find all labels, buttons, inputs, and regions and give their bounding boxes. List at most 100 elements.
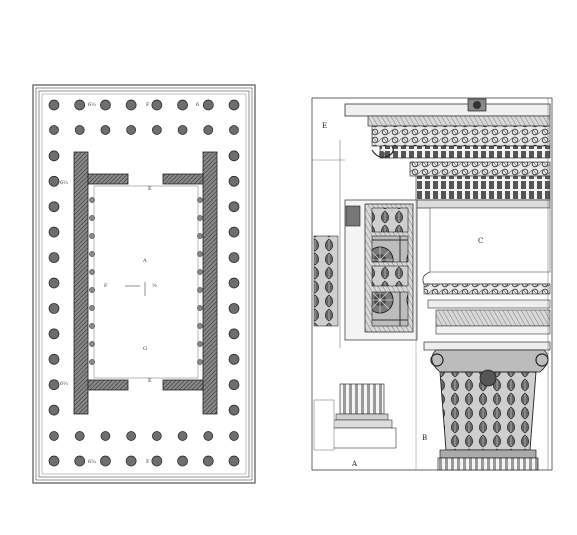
- column-marker: [48, 201, 60, 213]
- interior-column-marker: [197, 197, 203, 203]
- column-marker: [228, 99, 240, 111]
- column-marker: [228, 252, 240, 263]
- column-marker: [228, 353, 240, 365]
- column-marker: [48, 150, 60, 162]
- interior-column-marker: [89, 251, 95, 257]
- column-marker: [177, 99, 188, 111]
- column-marker: [228, 226, 240, 238]
- column-marker: [125, 99, 137, 111]
- plan-label: F: [146, 459, 150, 465]
- column-marker: [48, 175, 60, 187]
- interior-column-marker: [197, 359, 203, 365]
- plan-label: 6⅔: [88, 459, 96, 465]
- interior-column-marker: [89, 233, 95, 239]
- coffered-soffit: [344, 199, 418, 341]
- column-marker: [228, 404, 240, 416]
- column-marker: [74, 125, 85, 135]
- interior-column-marker: [197, 215, 203, 221]
- column-marker: [125, 455, 137, 467]
- column-marker: [48, 277, 60, 289]
- column-marker: [151, 99, 163, 111]
- interior-column-marker: [89, 323, 95, 329]
- column-marker: [48, 404, 60, 416]
- column-marker: [48, 252, 60, 263]
- plan-label-e: E: [148, 186, 152, 192]
- column-marker: [48, 379, 60, 391]
- interior-column-marker: [89, 215, 95, 221]
- interior-column-marker: [89, 341, 95, 347]
- column-marker: [228, 150, 240, 162]
- interior-column-marker: [89, 287, 95, 293]
- plan-label: 6⅔: [60, 381, 68, 387]
- plan-label: 6: [196, 102, 199, 108]
- column-marker: [74, 455, 86, 467]
- column-marker: [48, 99, 60, 111]
- interior-column-marker: [89, 269, 95, 275]
- column-marker: [229, 125, 239, 135]
- column-marker: [152, 431, 162, 441]
- column-marker: [74, 99, 86, 111]
- column-marker: [202, 99, 214, 111]
- interior-column-marker: [197, 341, 203, 347]
- interior-column-marker: [89, 359, 95, 365]
- acanthus-band: [313, 235, 339, 327]
- interior-column-marker: [197, 269, 203, 275]
- interior-column-marker: [197, 287, 203, 293]
- column-marker: [203, 125, 214, 135]
- column-marker: [228, 277, 240, 289]
- cella-walls: [73, 151, 218, 415]
- column-marker: [228, 201, 240, 213]
- elevation-label-e: E: [322, 122, 327, 130]
- column-marker: [48, 226, 60, 238]
- column-marker: [151, 455, 163, 467]
- plan-label-g: G: [143, 346, 147, 352]
- column-marker: [177, 431, 188, 441]
- column-marker: [48, 303, 60, 314]
- column-marker: [126, 431, 136, 441]
- peristyle-columns: [48, 99, 240, 467]
- plan-label-scale: ½: [152, 282, 157, 289]
- elevation-label-c: C: [478, 237, 483, 245]
- column-marker: [48, 353, 60, 365]
- column-marker: [203, 431, 214, 441]
- interior-column-marker: [89, 197, 95, 203]
- plan-label-e: E: [148, 378, 152, 384]
- corinthian-capital: [423, 341, 551, 471]
- interior-column-marker: [89, 305, 95, 311]
- column-marker: [100, 99, 111, 111]
- corinthian-order-elevation: A B C E: [311, 97, 553, 471]
- interior-column-marker: [197, 251, 203, 257]
- column-marker: [177, 455, 188, 467]
- elevation-label-b: B: [422, 434, 427, 442]
- column-marker: [126, 125, 136, 135]
- interior-column-marker: [197, 233, 203, 239]
- plan-label-a: A: [142, 258, 147, 264]
- plan-label-f: F: [104, 283, 108, 289]
- column-marker: [49, 431, 59, 441]
- column-marker: [202, 455, 214, 467]
- plan-label: F: [146, 102, 150, 108]
- column-marker: [48, 328, 60, 340]
- interior-columns: [89, 197, 203, 365]
- column-marker: [49, 125, 59, 135]
- column-marker: [100, 431, 111, 441]
- column-marker: [100, 455, 111, 467]
- column-marker: [229, 431, 239, 441]
- column-marker: [228, 379, 240, 391]
- column-marker: [228, 175, 240, 187]
- column-marker: [228, 328, 240, 340]
- elevation-label-a: A: [351, 460, 358, 468]
- column-base-detail: [313, 383, 397, 451]
- lion-head-ornament: [467, 98, 487, 112]
- column-marker: [228, 303, 240, 314]
- column-marker: [177, 125, 188, 135]
- interior-column-marker: [197, 323, 203, 329]
- plan-label: 6⅔: [88, 102, 96, 108]
- column-marker: [100, 125, 111, 135]
- column-marker: [228, 455, 240, 467]
- plan-label: 6⅔: [60, 180, 68, 186]
- temple-plan: 6⅔ F 6 6⅔ 6⅔ 6⅔ F A F G E E ½: [32, 84, 256, 484]
- column-marker: [74, 431, 85, 441]
- column-marker: [48, 455, 60, 467]
